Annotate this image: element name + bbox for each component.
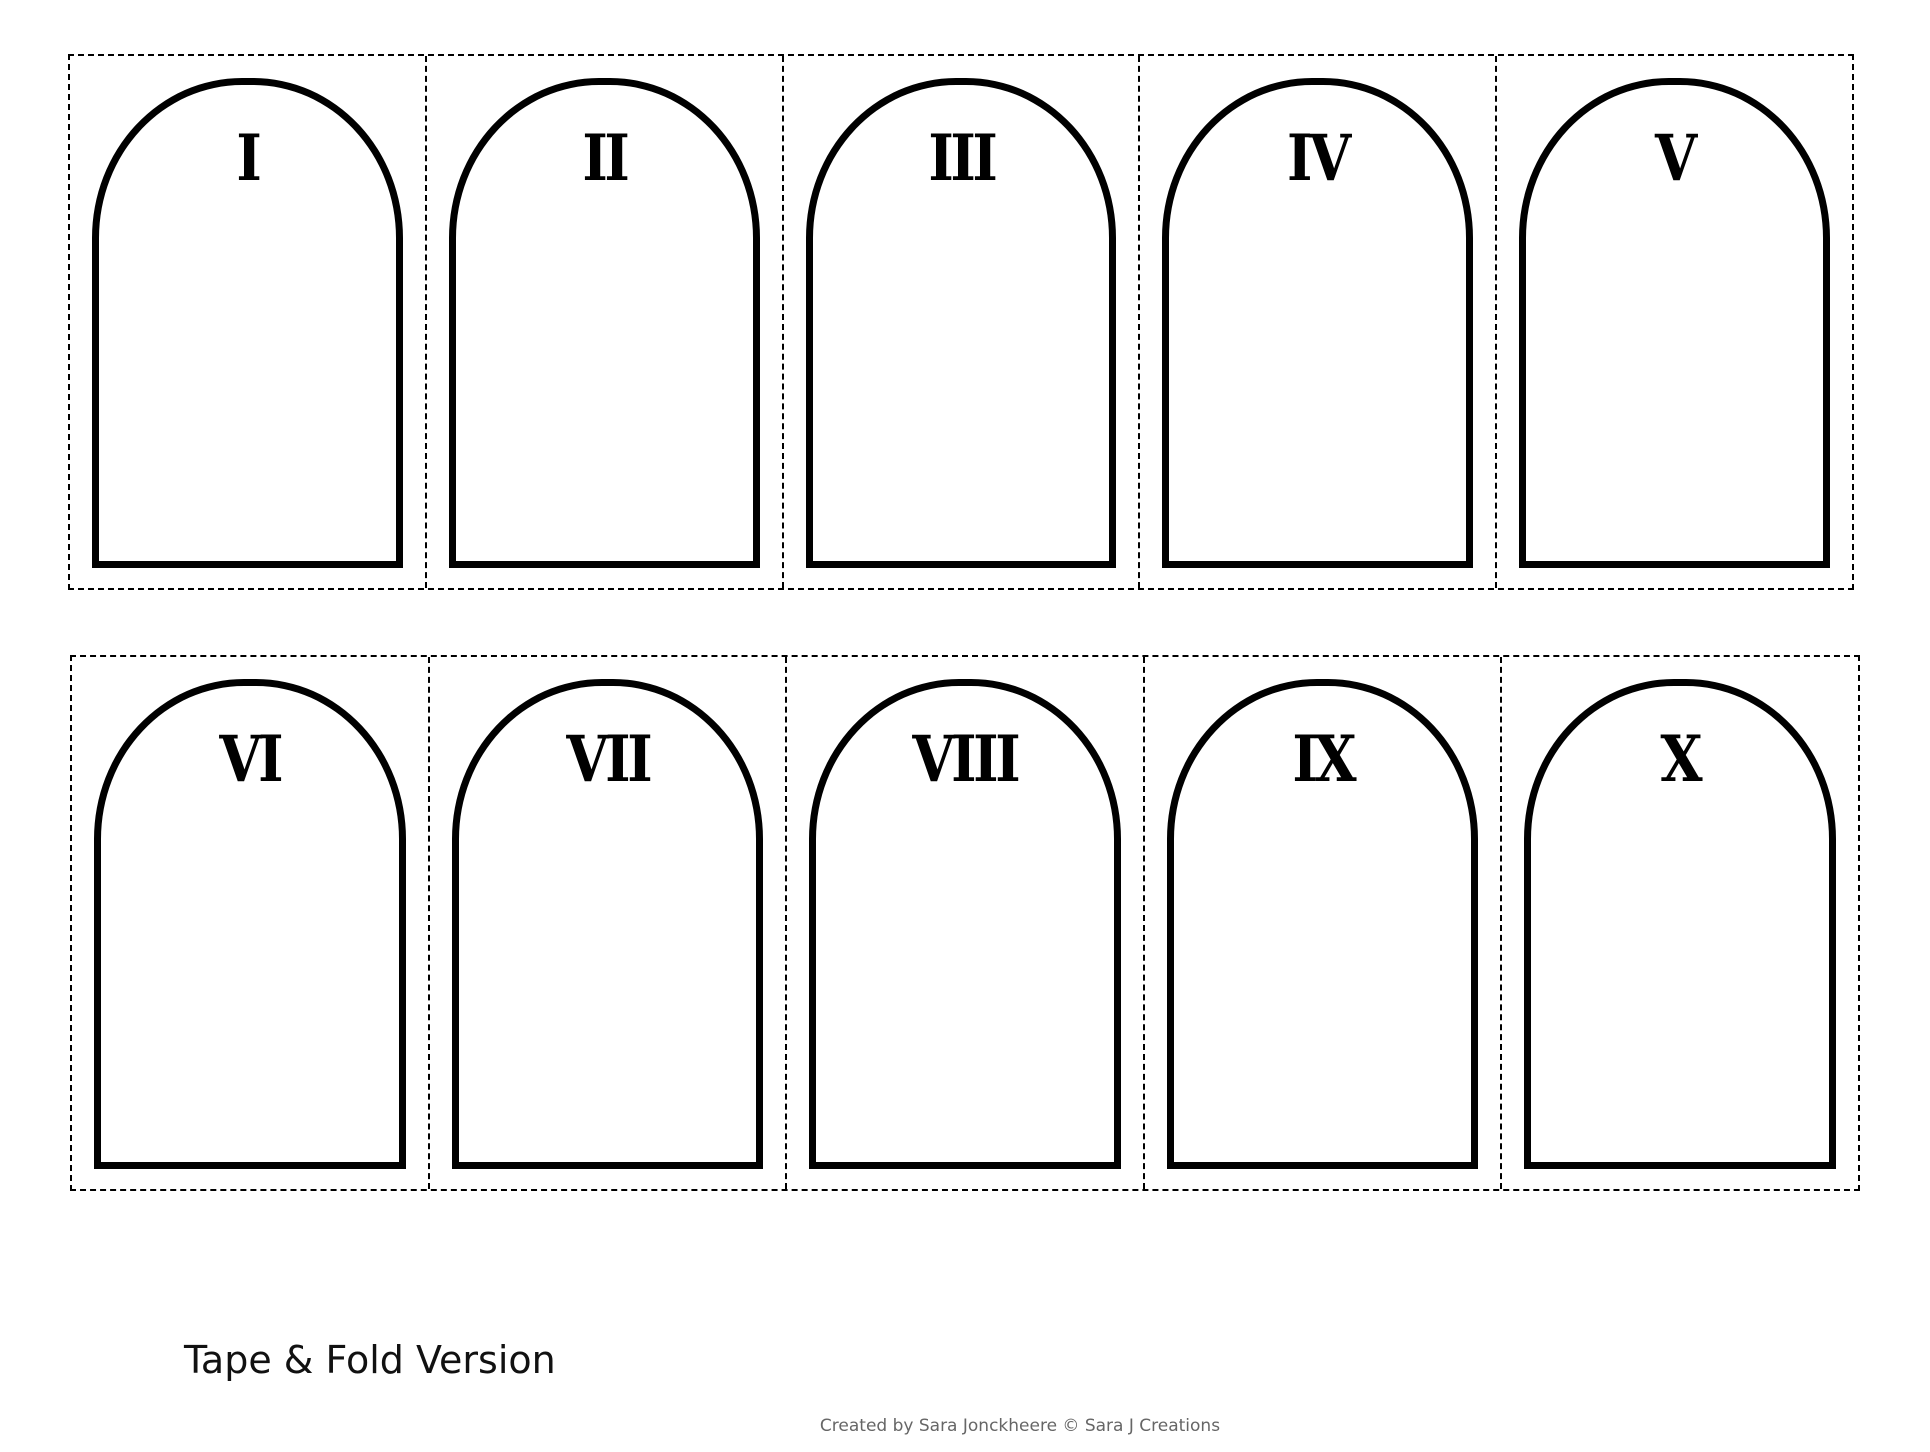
commandment-tablet: I (92, 78, 403, 568)
cut-cell: X (1502, 657, 1858, 1189)
commandment-tablet: IV (1162, 78, 1474, 568)
commandment-tablet: II (448, 78, 760, 568)
commandment-tablet: X (1524, 679, 1836, 1169)
cut-cell: VII (430, 657, 788, 1189)
cut-cell: VI (72, 657, 430, 1189)
commandment-tablet: III (805, 78, 1117, 568)
commandment-tablet: VI (94, 679, 406, 1169)
tablet-numeral: IV (1287, 121, 1351, 196)
tablet-numeral: III (927, 121, 998, 196)
credit-footer: Created by Sara Jonckheere © Sara J Crea… (819, 1416, 1221, 1436)
cut-cell: V (1497, 56, 1852, 588)
cut-cell: IX (1145, 657, 1503, 1189)
commandment-tablet: VIII (809, 679, 1121, 1169)
tablet-numeral: IX (1292, 722, 1356, 797)
version-caption: Tape & Fold Version (184, 1338, 556, 1382)
tablet-numeral: V (1655, 121, 1697, 196)
commandment-tablet: IX (1166, 679, 1479, 1169)
tablet-row-2: VI VII VIII IX X (70, 655, 1860, 1191)
cut-cell: VIII (787, 657, 1145, 1189)
tablet-numeral: VIII (912, 722, 1021, 797)
commandment-tablet: VII (451, 679, 764, 1169)
cut-cell: III (784, 56, 1141, 588)
tablet-numeral: I (236, 121, 261, 196)
tablet-row-1: I II III IV V (68, 54, 1854, 590)
cut-cell: II (427, 56, 784, 588)
tablet-numeral: X (1660, 722, 1703, 797)
tablet-numeral: II (582, 121, 629, 196)
cut-cell: I (70, 56, 427, 588)
tablet-numeral: VII (565, 722, 652, 797)
tablet-numeral: VI (219, 722, 283, 797)
commandment-tablet: V (1519, 78, 1830, 568)
cut-cell: IV (1140, 56, 1498, 588)
